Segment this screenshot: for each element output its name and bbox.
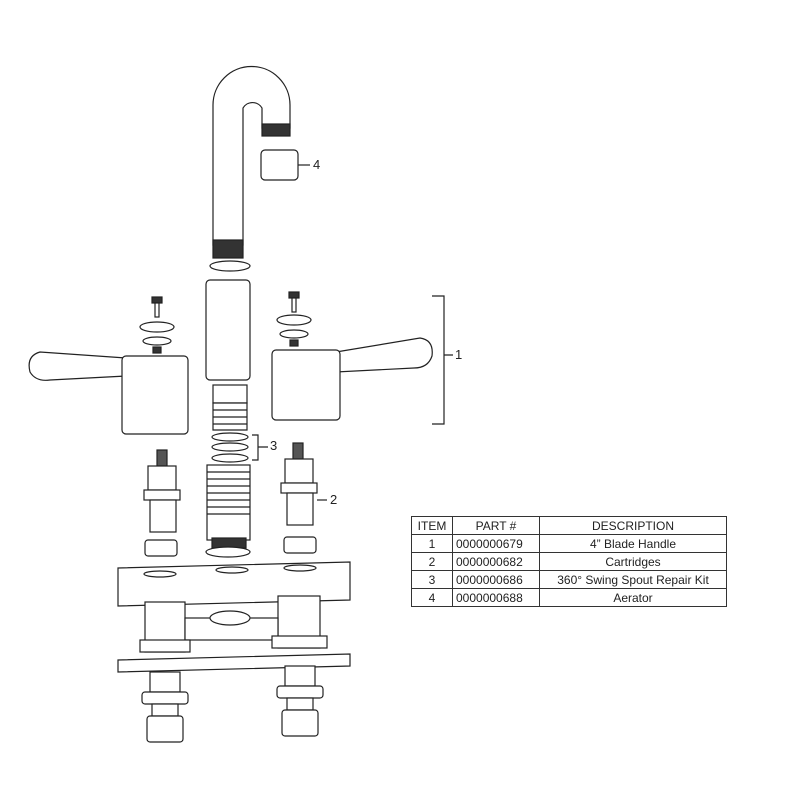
item-cell: 3 [411, 570, 453, 589]
table-row: 4 0000000688 Aerator [411, 588, 727, 607]
callout-2: 2 [330, 492, 338, 507]
part-cell: 0000000679 [452, 534, 540, 553]
right-lock-nut [283, 536, 317, 554]
swivel-adapter [212, 384, 248, 431]
description-cell: 4” Blade Handle [539, 534, 727, 553]
table-row: 1 0000000679 4” Blade Handle [411, 534, 727, 553]
description-cell: Cartridges [539, 552, 727, 571]
header-part: PART # [452, 516, 540, 535]
part-cell: 0000000686 [452, 570, 540, 589]
item-cell: 4 [411, 588, 453, 607]
parts-table: ITEM PART # DESCRIPTION 1 0000000679 4” … [411, 516, 727, 607]
aerator [260, 149, 310, 181]
faucet-base-plate [117, 561, 351, 607]
left-cartridge [143, 449, 181, 533]
left-supply-shank [141, 671, 189, 743]
right-supply-shank [276, 665, 324, 737]
callout-4: 4 [313, 157, 321, 172]
callout-3: 3 [270, 438, 278, 453]
spout-body [205, 279, 251, 381]
center-washer [205, 546, 251, 558]
table-header-row: ITEM PART # DESCRIPTION [411, 516, 727, 535]
header-description: DESCRIPTION [539, 516, 727, 535]
right-cartridge [280, 442, 327, 526]
part-cell: 0000000682 [452, 552, 540, 571]
item-cell: 1 [411, 534, 453, 553]
gooseneck-spout [212, 65, 291, 259]
table-row: 2 0000000682 Cartridges [411, 552, 727, 571]
o-rings [211, 432, 268, 463]
header-item: ITEM [411, 516, 453, 535]
threaded-riser [206, 464, 251, 549]
left-blade-handle [28, 296, 189, 435]
left-lock-nut [144, 539, 178, 557]
retaining-ring [209, 260, 251, 272]
item-cell: 2 [411, 552, 453, 571]
part-cell: 0000000688 [452, 588, 540, 607]
table-row: 3 0000000686 360° Swing Spout Repair Kit [411, 570, 727, 589]
callout-1: 1 [455, 347, 463, 362]
description-cell: 360° Swing Spout Repair Kit [539, 570, 727, 589]
valve-body [117, 595, 351, 673]
right-blade-handle [271, 291, 453, 425]
description-cell: Aerator [539, 588, 727, 607]
